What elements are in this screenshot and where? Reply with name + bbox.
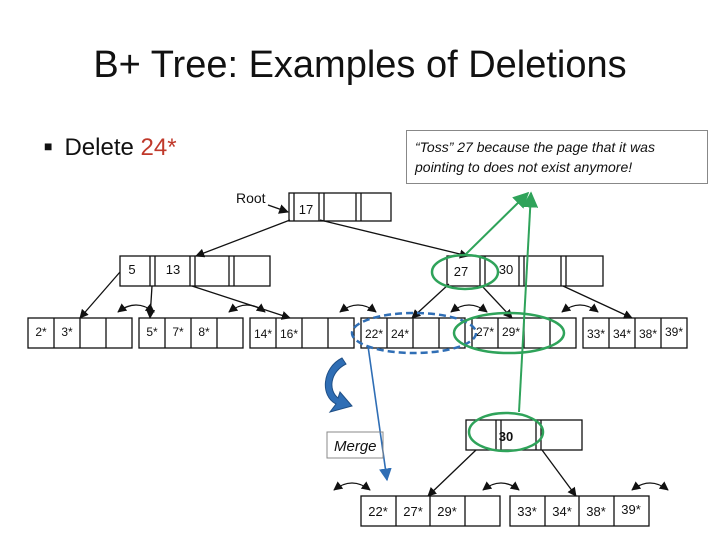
leaf-6-key-4: 39* [665, 325, 683, 339]
new-sibling-link-left [333, 481, 371, 491]
leaf-6-key-3: 38* [639, 327, 657, 341]
leaf-5-key-1: 27* [476, 325, 494, 339]
root-to-right-arrow [319, 219, 469, 259]
new-sibling-link-right [631, 481, 669, 491]
highlight-new-index-30 [467, 411, 545, 453]
move-22-arrow [367, 345, 392, 482]
new-leaf-1-key-2: 27* [403, 504, 423, 519]
sibling-link-2-3 [228, 303, 266, 313]
merge-label-box [326, 431, 384, 459]
leaf-6-key-1: 33* [587, 327, 605, 341]
toss-pointer-from-index [464, 191, 530, 256]
left-index-key-1: 5 [128, 262, 135, 277]
leaf-2-key-2: 7* [172, 325, 184, 339]
sibling-link-5-6 [561, 303, 599, 313]
new-leaf-1-key-1: 22* [368, 504, 388, 519]
new-leaf-2-key-2: 34* [552, 504, 572, 519]
bullet-text: Delete [64, 134, 141, 161]
index-to-leaf-2-arrow [145, 285, 156, 319]
leaf-2-key-1: 5* [146, 325, 158, 339]
root-node [288, 192, 392, 222]
new-index-to-leaf-2-arrow [541, 449, 577, 497]
leaf-4-key-1: 22* [365, 327, 383, 341]
new-leaf-2-key-4: 39* [621, 502, 641, 517]
right-index-node [446, 255, 604, 287]
index-to-leaf-6-arrow [562, 285, 633, 319]
sibling-link-1-2 [117, 303, 155, 313]
bullet-delete: ■ Delete 24* [44, 134, 177, 162]
new-leaf-1-key-3: 29* [437, 504, 457, 519]
deleted-key: 24* [140, 134, 177, 161]
new-leaf-2-key-1: 33* [517, 504, 537, 519]
root-to-left-arrow [195, 219, 291, 258]
leaf-1-key-1: 2* [35, 325, 47, 339]
merge-label: Merge [334, 438, 377, 455]
leaf-3-key-1: 14* [254, 327, 272, 341]
new-sibling-link-middle [482, 481, 520, 491]
sibling-link-3-4 [339, 303, 377, 313]
left-index-key-2: 13 [166, 262, 180, 277]
root-key: 17 [299, 202, 313, 217]
leaf-4-key-2: 24* [391, 327, 409, 341]
slide-title: B+ Tree: Examples of Deletions [93, 44, 627, 86]
index-to-leaf-1-arrow [79, 271, 121, 319]
highlight-leaf-22-24 [350, 311, 478, 355]
root-pointer-arrow [267, 204, 289, 214]
highlight-leaf-27-29 [452, 311, 566, 355]
right-index-key-1: 27 [454, 264, 468, 279]
leaf-5-key-2: 29* [502, 325, 520, 339]
new-index-to-leaf-1-arrow [427, 449, 477, 497]
leaf-6-key-2: 34* [613, 327, 631, 341]
merge-arrow-icon [324, 357, 353, 413]
leaf-1-key-2: 3* [61, 325, 73, 339]
toss-pointer-from-new-index [518, 191, 539, 413]
toss-note: “Toss” 27 because the page that it was p… [406, 130, 708, 184]
leaf-2-key-3: 8* [198, 325, 210, 339]
new-leaf-2-key-3: 38* [586, 504, 606, 519]
square-bullet-icon: ■ [44, 138, 53, 154]
left-index-node [119, 255, 271, 287]
root-label: Root [236, 190, 266, 206]
index-to-leaf-3-arrow [191, 285, 291, 320]
new-index-key: 30 [499, 429, 513, 444]
right-index-key-2: 30 [499, 262, 513, 277]
leaf-3-key-2: 16* [280, 327, 298, 341]
new-index-node [465, 419, 583, 451]
sibling-link-4-5 [450, 303, 488, 313]
